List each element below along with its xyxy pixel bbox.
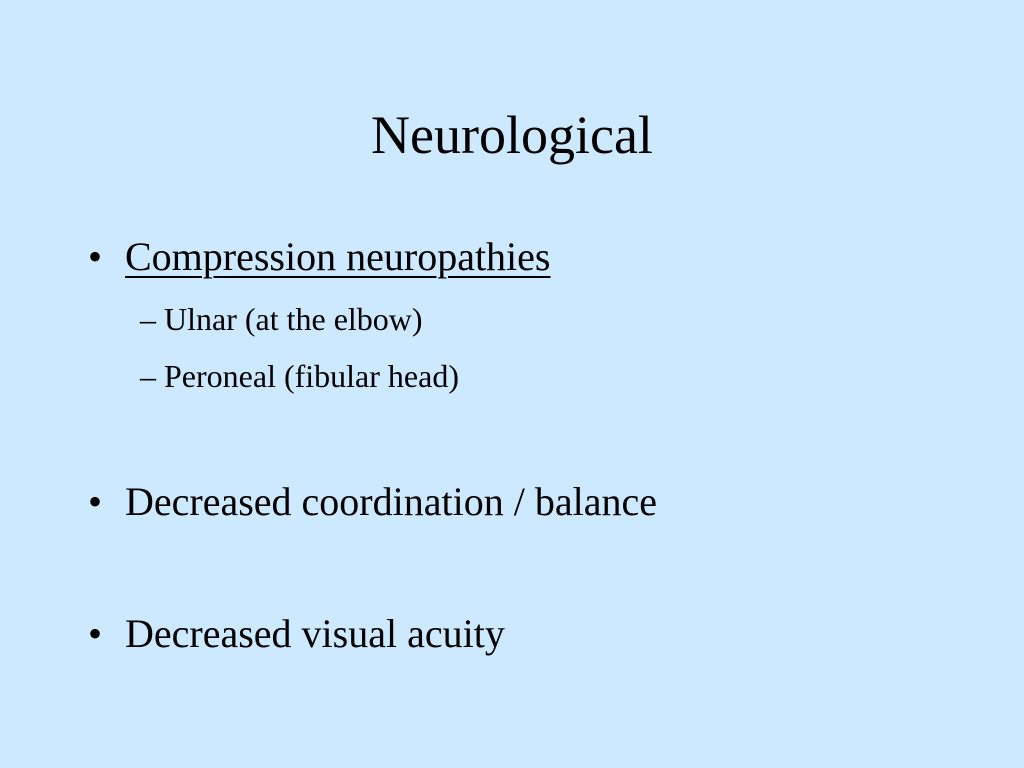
sub-item-ulnar: – Ulnar (at the elbow) (140, 299, 423, 339)
sub-item-text-peroneal: Peroneal (fibular head) (164, 358, 459, 394)
sub-bullet-marker: – (140, 358, 156, 394)
bullet-text-coordination: Decreased coordination / balance (125, 479, 657, 524)
bullet-item-coordination: • Decreased coordination / balance (88, 478, 657, 526)
sub-item-peroneal: – Peroneal (fibular head) (140, 356, 459, 396)
slide-title: Neurological (371, 105, 653, 165)
bullet-text-visual-acuity: Decreased visual acuity (125, 611, 505, 656)
bullet-item-visual-acuity: • Decreased visual acuity (88, 610, 505, 658)
sub-bullet-marker: – (140, 301, 156, 337)
sub-item-text-ulnar: Ulnar (at the elbow) (164, 301, 423, 337)
bullet-marker: • (88, 479, 103, 524)
bullet-text-compression: Compression neuropathies (125, 234, 551, 279)
bullet-item-compression: • Compression neuropathies (88, 233, 551, 281)
bullet-marker: • (88, 234, 103, 279)
bullet-marker: • (88, 611, 103, 656)
